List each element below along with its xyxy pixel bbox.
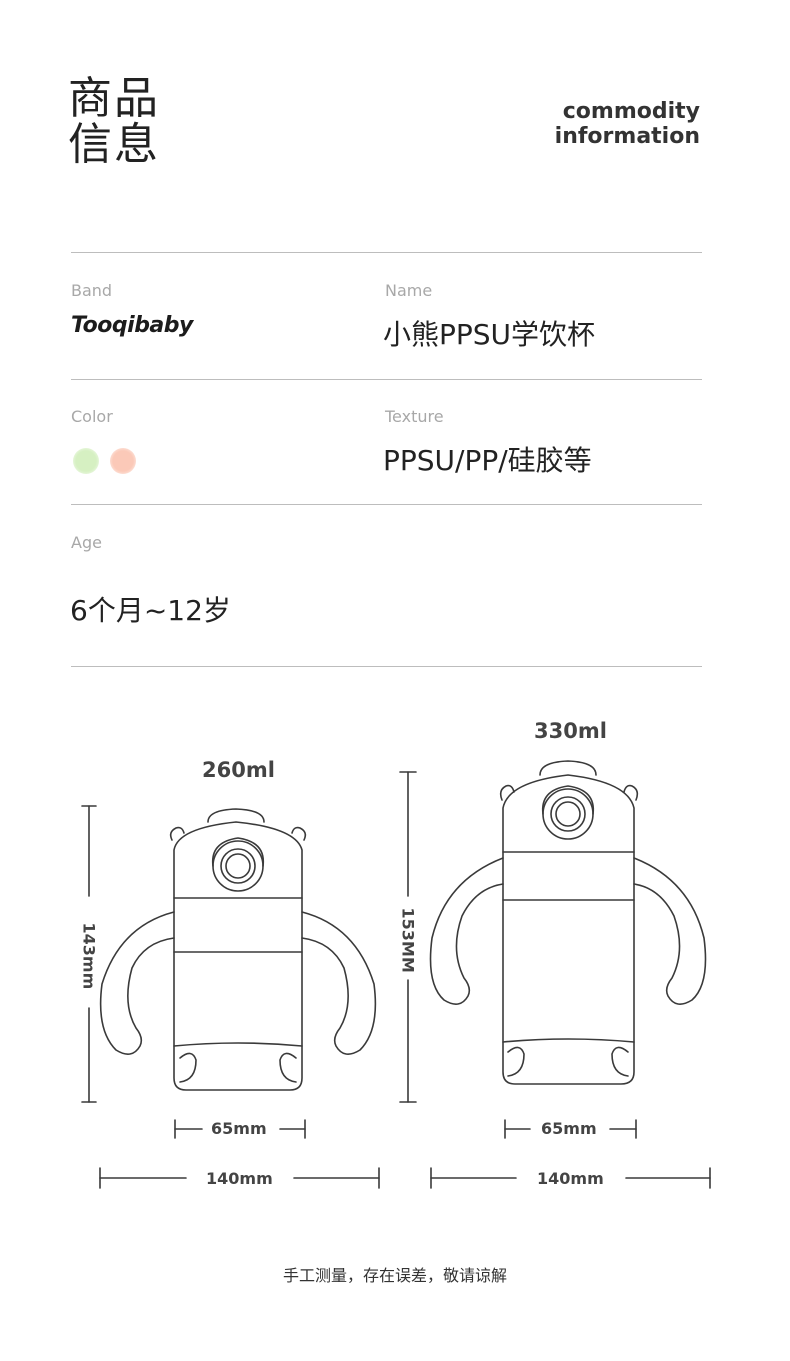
color-swatch-green (73, 448, 99, 474)
height-330ml-label: 153MM (398, 907, 418, 973)
capacity-330ml-label: 330ml (534, 719, 607, 743)
page-title-en: commodity information (555, 99, 700, 149)
body-width-330ml-label: 65mm (541, 1119, 597, 1138)
age-label: Age (71, 533, 102, 552)
texture-label: Texture (385, 407, 444, 426)
height-260ml-label: 143mm (79, 922, 99, 990)
name-value: 小熊PPSU学饮杯 (383, 318, 596, 351)
title-en-line2: information (554, 124, 700, 149)
age-value: 6个月~12岁 (70, 594, 231, 627)
color-label: Color (71, 407, 113, 426)
total-width-260ml-label: 140mm (206, 1169, 273, 1188)
body-width-260ml-label: 65mm (211, 1119, 267, 1138)
cup-330ml-drawing (399, 760, 711, 1189)
cup-260ml-drawing (81, 805, 380, 1189)
total-width-330ml-label: 140mm (537, 1169, 604, 1188)
footer-note: 手工测量，存在误差，敬请谅解 (282, 1266, 507, 1285)
divider (71, 504, 702, 505)
capacity-260ml-label: 260ml (202, 758, 275, 782)
title-en-line1: commodity (562, 99, 700, 124)
band-label: Band (71, 281, 113, 300)
color-swatch-pink (110, 448, 136, 474)
name-label: Name (385, 281, 433, 300)
title-cn-line1: 商品 (68, 73, 160, 124)
texture-value: PPSU/PP/硅胶等 (383, 444, 592, 477)
page-title-cn: 商品 信息 (68, 76, 160, 168)
divider (71, 252, 702, 253)
brand-logo: Tooqibaby (71, 313, 193, 338)
divider (71, 379, 702, 380)
title-cn-line2: 信息 (68, 119, 160, 170)
divider (71, 666, 702, 667)
